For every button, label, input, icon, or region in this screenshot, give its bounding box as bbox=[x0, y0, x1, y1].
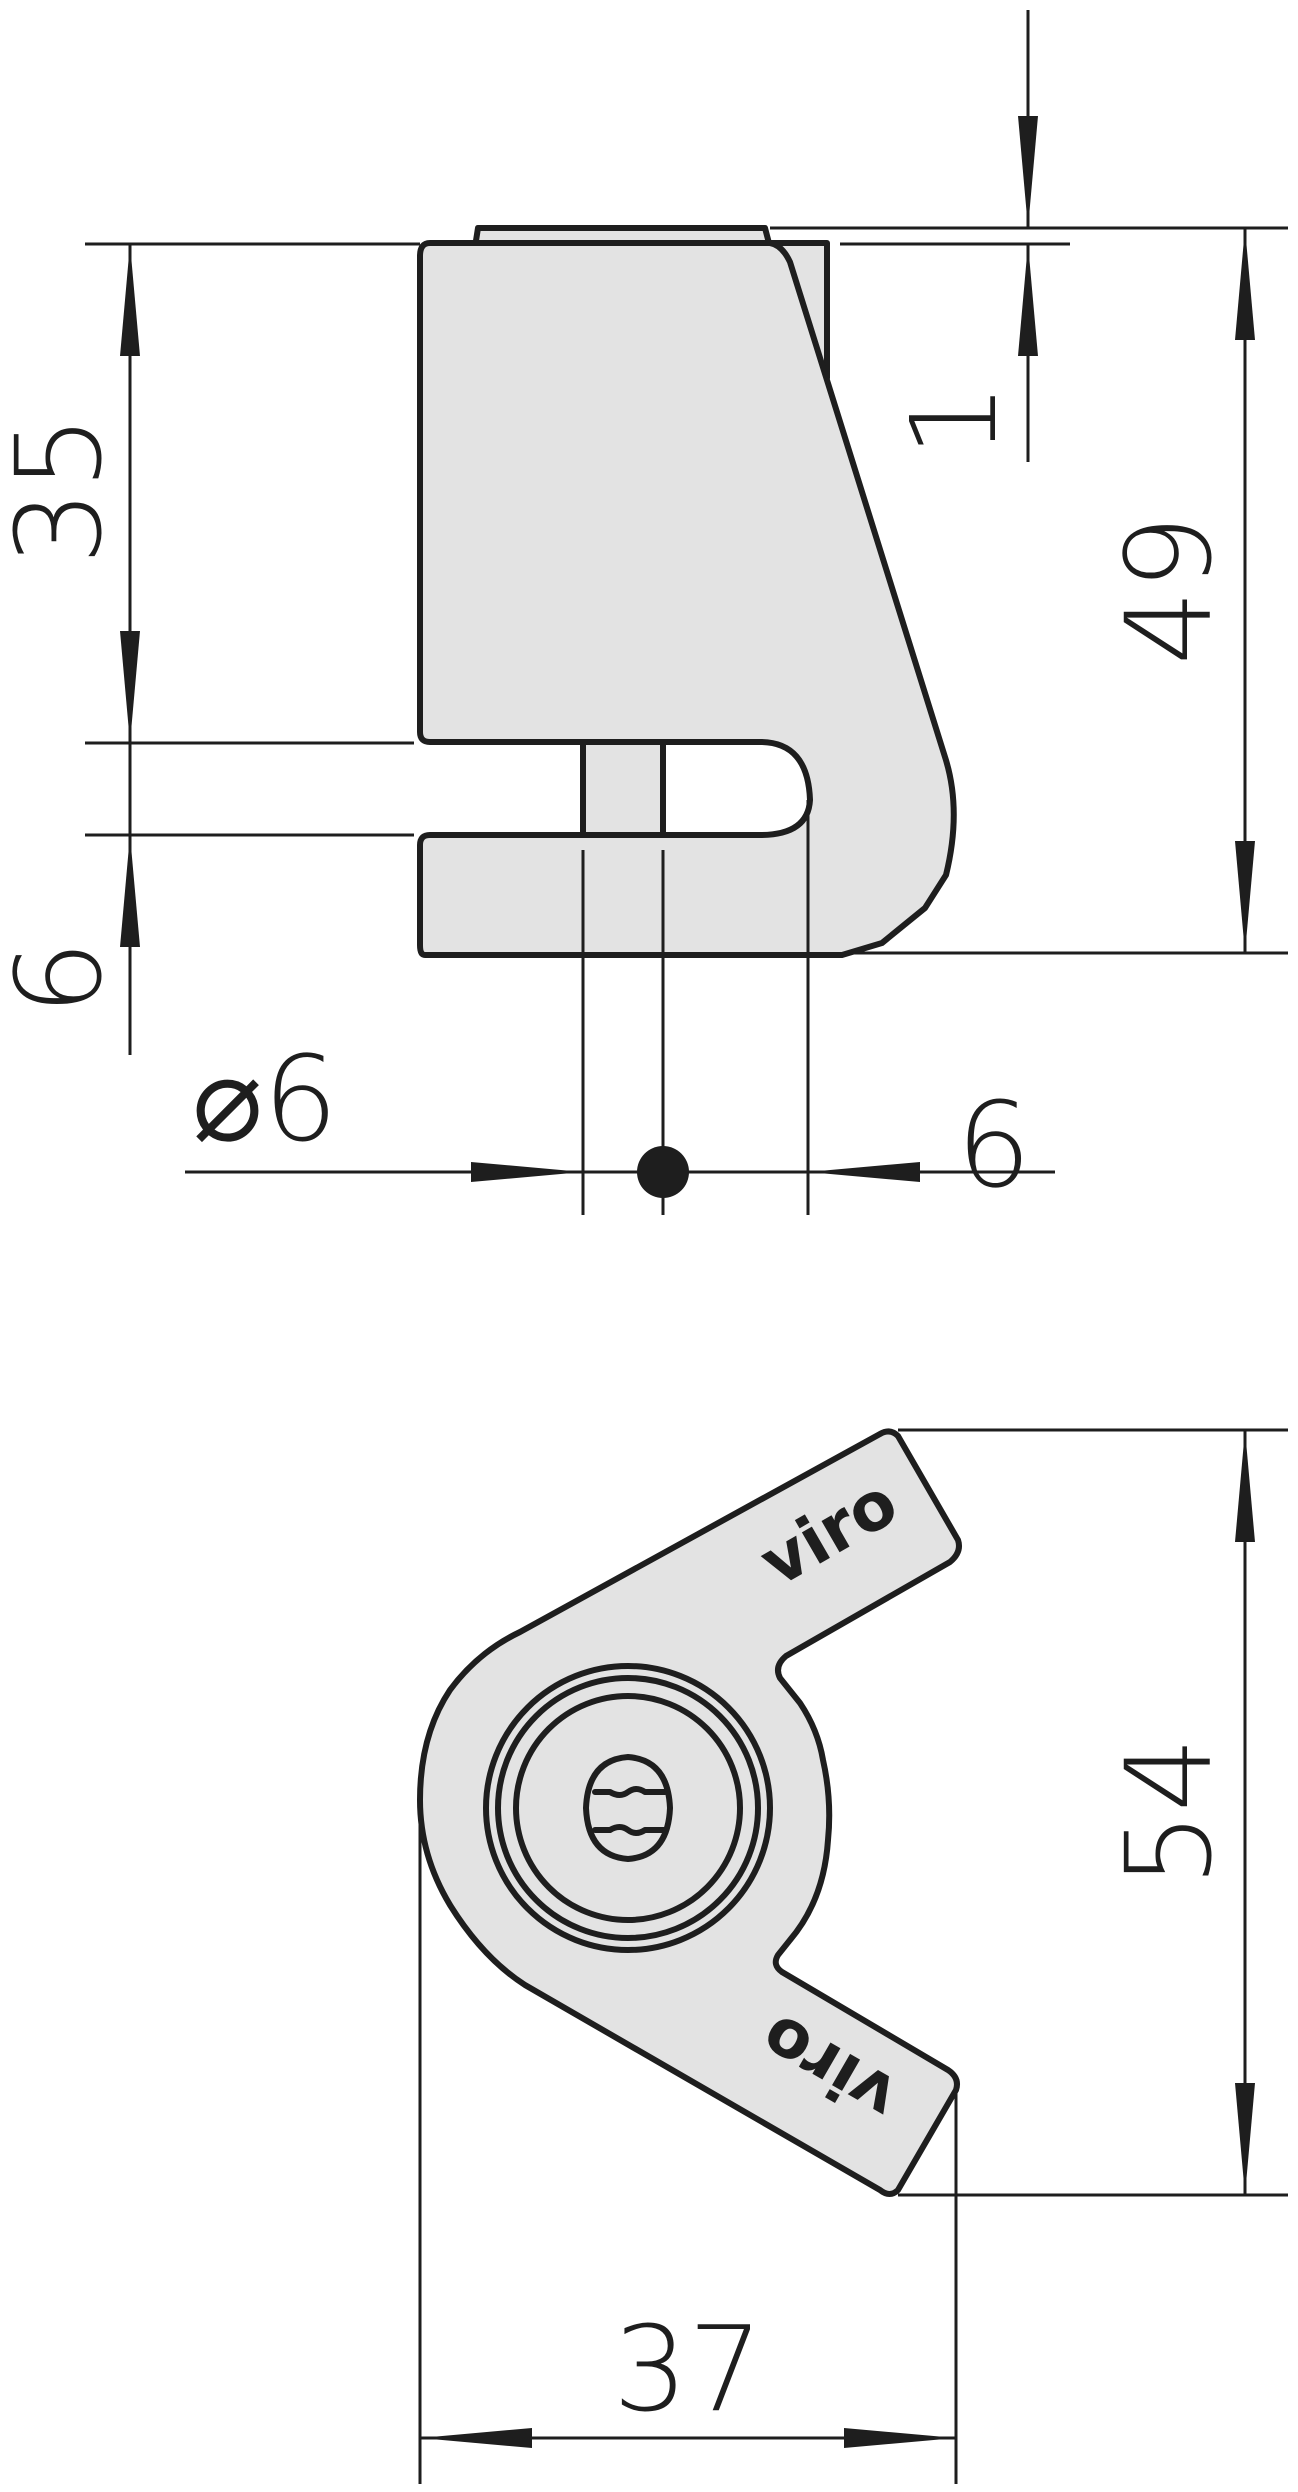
dim-49 bbox=[1235, 228, 1255, 953]
dim-37 bbox=[420, 2428, 956, 2448]
pin bbox=[580, 739, 666, 838]
top-extension-lines bbox=[418, 1428, 1288, 2484]
upper-jaw bbox=[417, 240, 957, 958]
pin-center-dot bbox=[637, 1146, 689, 1198]
side-view bbox=[417, 225, 957, 958]
dim-49-label: 49 bbox=[1100, 515, 1238, 665]
dim-6 bbox=[120, 620, 140, 1055]
dim-pin-diameter-label: ⌀6 bbox=[192, 1030, 338, 1168]
keyway bbox=[583, 1754, 673, 1862]
top-view: viro viro bbox=[417, 1428, 962, 2197]
dim-1 bbox=[1018, 10, 1038, 462]
dim-pin bbox=[185, 1146, 1055, 1198]
dim-1-label: 1 bbox=[885, 382, 1023, 457]
dim-9-label: 9 bbox=[957, 1072, 1032, 1210]
dim-35-label: 35 bbox=[0, 415, 128, 565]
cylinder-ring-2 bbox=[495, 1675, 761, 1941]
dim-54 bbox=[1235, 1430, 1255, 2195]
lock-body bbox=[417, 1428, 962, 2197]
cylinder-outer-ring bbox=[483, 1663, 773, 1953]
dim-54-label: 54 bbox=[1100, 1737, 1238, 1887]
dim-6-label: 6 bbox=[0, 940, 128, 1015]
dim-37-label: 37 bbox=[613, 2300, 763, 2438]
cylinder-inner-ring bbox=[513, 1693, 743, 1923]
